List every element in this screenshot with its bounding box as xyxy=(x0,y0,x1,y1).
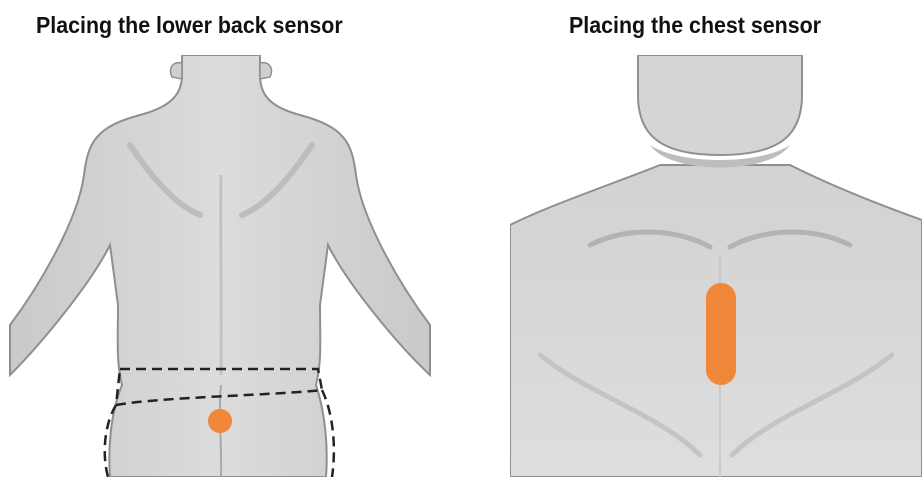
chest-neck xyxy=(638,55,802,155)
back-spine-line xyxy=(221,175,222,375)
chest-illustration xyxy=(510,55,922,477)
chest-panel-title: Placing the chest sensor xyxy=(569,12,821,39)
lower-back-illustration xyxy=(0,55,470,477)
lower-back-panel-title: Placing the lower back sensor xyxy=(36,12,343,39)
lower-back-sensor-dot xyxy=(208,409,232,433)
back-ear-right xyxy=(260,63,272,79)
back-ear-left xyxy=(170,63,182,79)
chest-sensor-strip xyxy=(706,283,736,385)
